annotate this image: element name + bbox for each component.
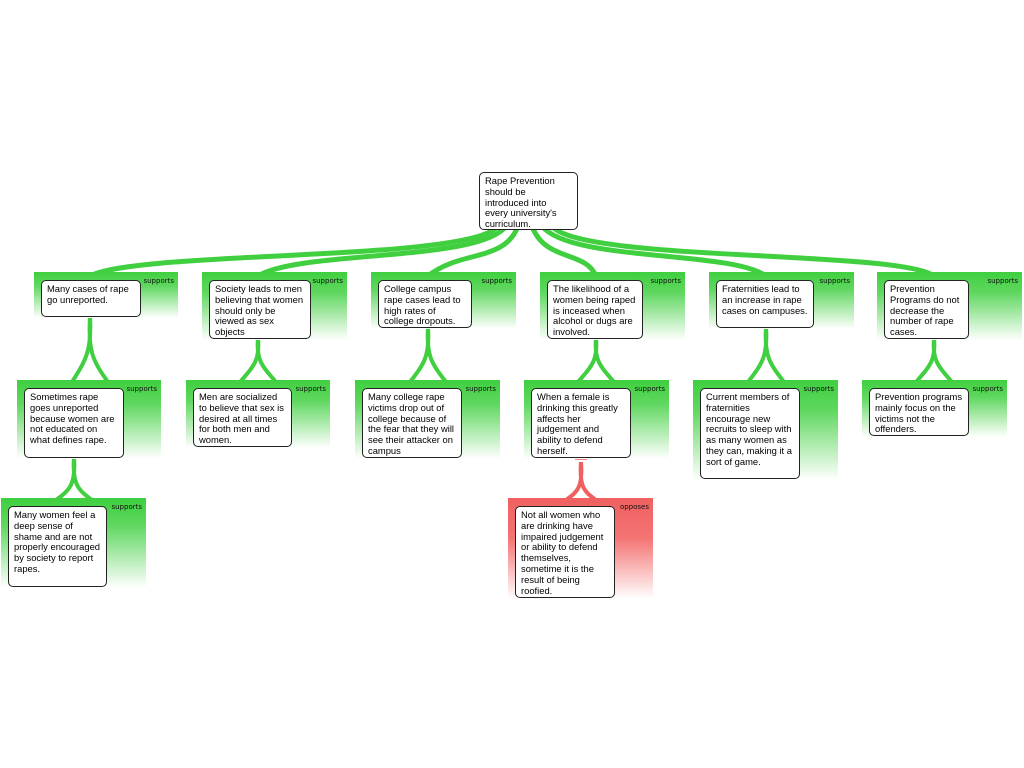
argument-text: When a female is drinking this greatly a… — [537, 391, 618, 456]
argument-card: Sometimes rape goes unreported because w… — [24, 388, 124, 458]
argument-card: College campus rape cases lead to high r… — [378, 280, 472, 328]
argument-node-shame[interactable]: supports Many women feel a deep sense of… — [1, 498, 146, 588]
argument-card: Current members of fraternities encourag… — [700, 388, 800, 479]
argument-node-unreported[interactable]: supports Many cases of rape go unreporte… — [34, 272, 178, 318]
argument-node-alcohol[interactable]: supports The likelihood of a women being… — [540, 272, 685, 340]
argument-node-recruits[interactable]: supports Current members of fraternities… — [693, 380, 838, 480]
argument-card: Society leads to men believing that wome… — [209, 280, 311, 339]
argument-text: Sometimes rape goes unreported because w… — [30, 391, 115, 446]
argument-card: Fraternities lead to an increase in rape… — [716, 280, 814, 328]
argument-node-drinking-judgement[interactable]: supports When a female is drinking this … — [524, 380, 669, 459]
argument-node-not-educated[interactable]: supports Sometimes rape goes unreported … — [17, 380, 161, 459]
argument-node-focus-victims[interactable]: supports Prevention programs mainly focu… — [862, 380, 1007, 437]
argument-node-programs[interactable]: supports Prevention Programs do not decr… — [877, 272, 1022, 340]
argument-card: The likelihood of a women being raped is… — [547, 280, 643, 339]
relation-label: supports — [803, 385, 834, 393]
relation-label: opposes — [619, 503, 649, 511]
argument-node-roofied[interactable]: opposes Not all women who are drinking h… — [508, 498, 653, 599]
argument-text: Many cases of rape go unreported. — [47, 283, 129, 305]
argument-node-fraternities[interactable]: supports Fraternities lead to an increas… — [709, 272, 854, 329]
relation-label: supports — [126, 385, 157, 393]
relation-label: supports — [481, 277, 512, 285]
argument-text: Men are socialized to believe that sex i… — [199, 391, 284, 446]
relation-label: supports — [295, 385, 326, 393]
argument-text: The likelihood of a women being raped is… — [553, 283, 636, 338]
argument-node-society[interactable]: supports Society leads to men believing … — [202, 272, 347, 340]
argument-card: Many college rape victims drop out of co… — [362, 388, 462, 458]
relation-label: supports — [987, 277, 1018, 285]
argument-text: Society leads to men believing that wome… — [215, 283, 304, 338]
relation-label: supports — [972, 385, 1003, 393]
argument-card: Many cases of rape go unreported. — [41, 280, 141, 317]
relation-label: supports — [634, 385, 665, 393]
argument-node-dropouts[interactable]: supports College campus rape cases lead … — [371, 272, 516, 329]
argument-text: Prevention Programs do not decrease the … — [890, 283, 960, 338]
argument-card: Prevention programs mainly focus on the … — [869, 388, 969, 436]
argument-text: Prevention programs mainly focus on the … — [875, 391, 963, 435]
argument-card: When a female is drinking this greatly a… — [531, 388, 631, 458]
relation-label: supports — [111, 503, 142, 511]
argument-text: Fraternities lead to an increase in rape… — [722, 283, 808, 316]
argument-text: Many women feel a deep sense of shame an… — [14, 509, 100, 574]
argument-card: Men are socialized to believe that sex i… — [193, 388, 292, 447]
relation-label: supports — [312, 277, 343, 285]
argument-card: Many women feel a deep sense of shame an… — [8, 506, 107, 587]
argument-node-drop-out-fear[interactable]: supports Many college rape victims drop … — [355, 380, 500, 459]
root-claim-text: Rape Prevention should be introduced int… — [485, 175, 557, 230]
relation-label: supports — [819, 277, 850, 285]
argument-text: College campus rape cases lead to high r… — [384, 283, 461, 327]
root-claim-card[interactable]: Rape Prevention should be introduced int… — [479, 172, 578, 230]
argument-text: Current members of fraternities encourag… — [706, 391, 792, 467]
relation-label: supports — [143, 277, 174, 285]
argument-node-socialized[interactable]: supports Men are socialized to believe t… — [186, 380, 330, 448]
argument-card: Prevention Programs do not decrease the … — [884, 280, 969, 339]
argument-card: Not all women who are drinking have impa… — [515, 506, 615, 598]
argument-text: Not all women who are drinking have impa… — [521, 509, 604, 596]
relation-label: supports — [465, 385, 496, 393]
relation-label: supports — [650, 277, 681, 285]
argument-text: Many college rape victims drop out of co… — [368, 391, 454, 456]
